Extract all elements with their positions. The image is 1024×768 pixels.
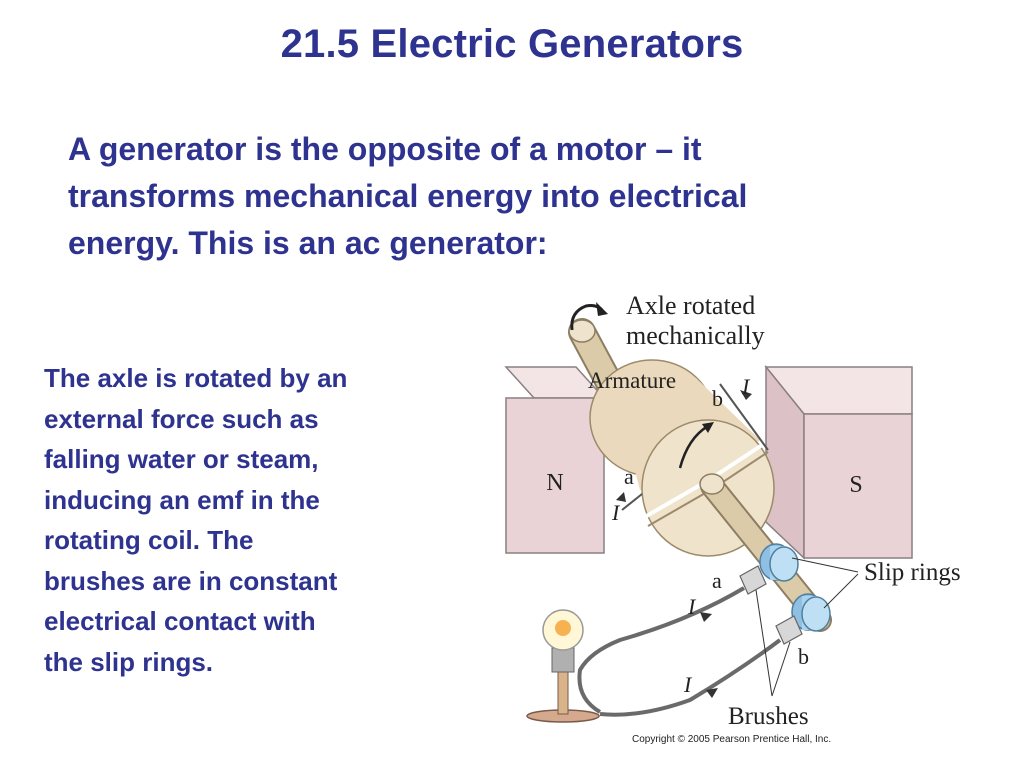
brush-a: [739, 565, 767, 595]
copyright-notice: Copyright © 2005 Pearson Prentice Hall, …: [632, 734, 831, 745]
side-line: electrical contact with: [44, 606, 316, 636]
intro-line: energy. This is an ac generator:: [68, 225, 548, 261]
side-line: The axle is rotated by an: [44, 363, 348, 393]
axle-rotation-arrow-icon: [570, 302, 608, 331]
slip-ring-b: [791, 593, 831, 632]
intro-line: A generator is the opposite of a motor –…: [68, 131, 702, 167]
leader-lines: [755, 557, 859, 697]
generator-diagram: N S: [504, 291, 961, 745]
light-bulb: [526, 609, 600, 723]
intro-line: transforms mechanical energy into electr…: [68, 178, 748, 214]
side-line: external force such as: [44, 403, 319, 434]
label-axle-line1: Axle rotated: [626, 291, 755, 320]
brush-b: [775, 615, 803, 645]
pole-label-north: N: [546, 470, 563, 496]
label-terminal-b-top: b: [712, 386, 723, 411]
side-line: rotating coil. The: [44, 525, 254, 555]
side-line: the slip rings.: [44, 646, 214, 677]
external-circuit-wires: [577, 586, 782, 717]
side-line: inducing an emf in the: [44, 484, 320, 515]
label-armature: Armature: [588, 368, 676, 393]
label-current-top: I: [741, 374, 751, 399]
intro-paragraph: A generator is the opposite of a motor –…: [68, 126, 968, 267]
label-terminal-b: b: [798, 644, 809, 669]
south-magnet: S: [764, 364, 913, 560]
label-slip-rings: Slip rings: [864, 559, 961, 586]
side-line: falling water or steam,: [44, 444, 319, 474]
coil-wires: [616, 383, 769, 511]
pole-label-south: S: [849, 472, 862, 498]
label-current-left: I: [611, 500, 621, 525]
north-magnet: N: [504, 366, 606, 554]
side-paragraph: The axle is rotated by an external force…: [44, 358, 464, 682]
label-terminal-a: a: [712, 568, 722, 593]
label-axle-line2: mechanically: [626, 321, 765, 350]
label-current-lower-wire: I: [683, 672, 693, 697]
slip-ring-a: [759, 543, 799, 582]
label-terminal-a-left: a: [624, 464, 634, 489]
label-brushes: Brushes: [728, 703, 809, 730]
slide-title: 21.5 Electric Generators: [280, 22, 744, 66]
label-current-upper-wire: I: [687, 594, 697, 619]
side-line: brushes are in constant: [44, 565, 338, 596]
